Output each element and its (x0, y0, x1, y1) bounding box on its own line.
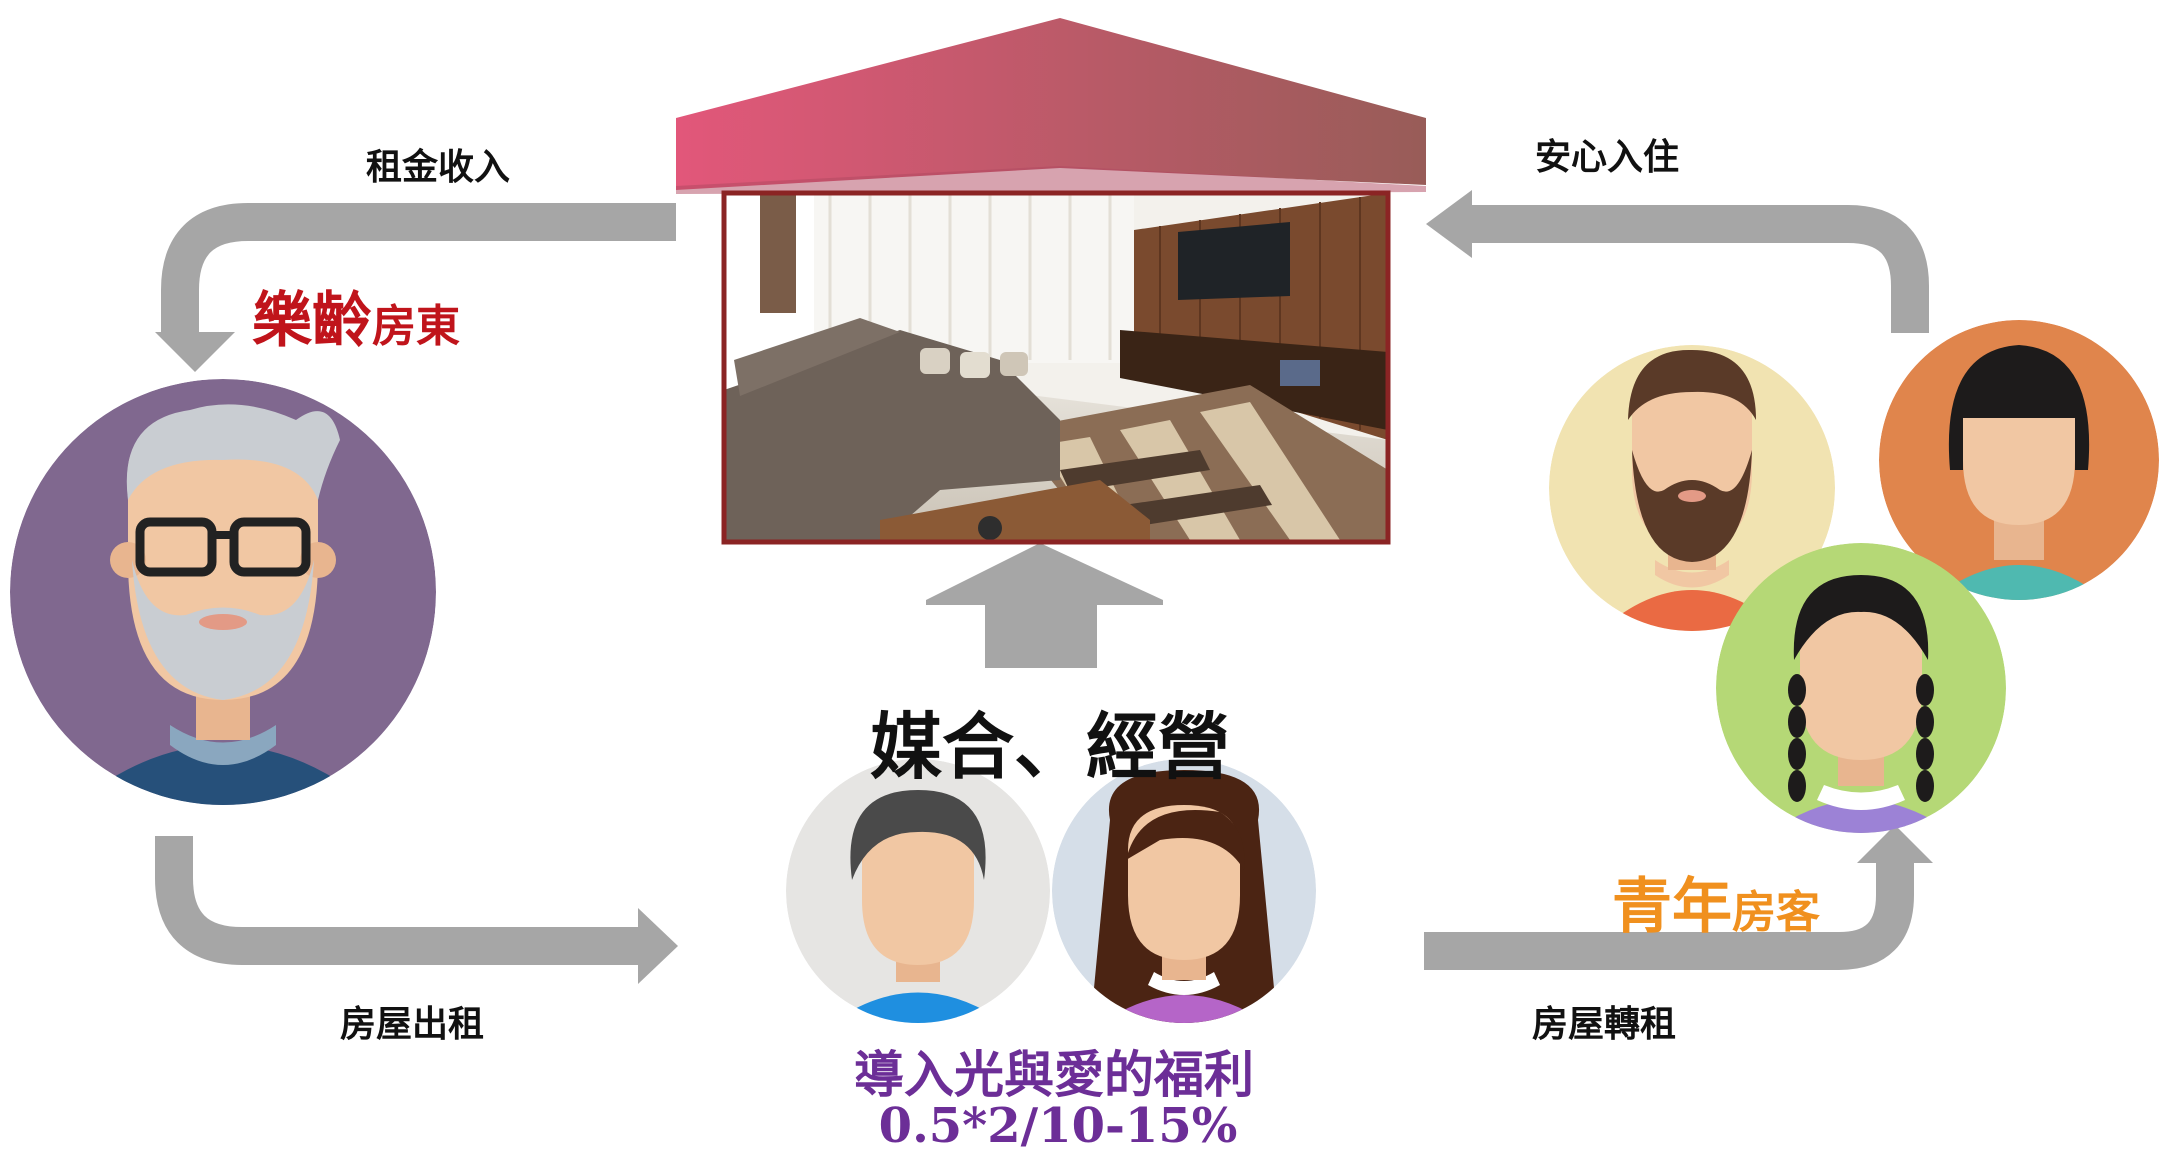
landlord-suffix: 房東 (372, 301, 460, 352)
welfare-ratio: 0.5*2/10-15% (878, 1098, 1238, 1154)
house-rental-label: 房屋出租 (340, 1004, 485, 1045)
tenant-braids-avatar (1716, 543, 2006, 833)
landlord-avatar (10, 379, 436, 805)
tenant-bob-avatar (1879, 320, 2159, 600)
tenant-suffix: 房客 (1732, 887, 1820, 938)
living-room-photo (721, 190, 1391, 545)
tenant-beard-avatar (1549, 345, 1835, 631)
tenant-title: 青年房客 (1612, 858, 1820, 945)
house-sublet-arrow (1424, 860, 1914, 970)
house-rental-arrowhead (638, 908, 678, 984)
tenant-highlight: 青年 (1612, 872, 1732, 942)
move-in-label: 安心入住 (1535, 137, 1680, 178)
matching-up-arrowhead (926, 543, 1163, 605)
move-in-arrow (1470, 205, 1929, 333)
matching-title: 媒合、經營 (869, 705, 1231, 789)
move-in-arrowhead (1426, 190, 1472, 258)
matching-up-arrow-shaft (985, 600, 1097, 668)
agency-woman-avatar (1052, 759, 1316, 1023)
welfare-label: 導入光與愛的福利 (854, 1046, 1254, 1104)
rent-income-arrowhead (155, 332, 235, 372)
rent-income-label: 租金收入 (366, 147, 511, 188)
rent-income-arrow (161, 203, 676, 334)
agency-man-avatar (786, 759, 1050, 1023)
landlord-highlight: 樂齡 (252, 286, 372, 356)
house-sublet-label: 房屋轉租 (1532, 1004, 1677, 1045)
house-rental-arrow (155, 836, 640, 965)
house-roof (676, 18, 1426, 194)
landlord-title: 樂齡房東 (252, 272, 460, 359)
house-sublet-arrowhead (1857, 825, 1933, 863)
